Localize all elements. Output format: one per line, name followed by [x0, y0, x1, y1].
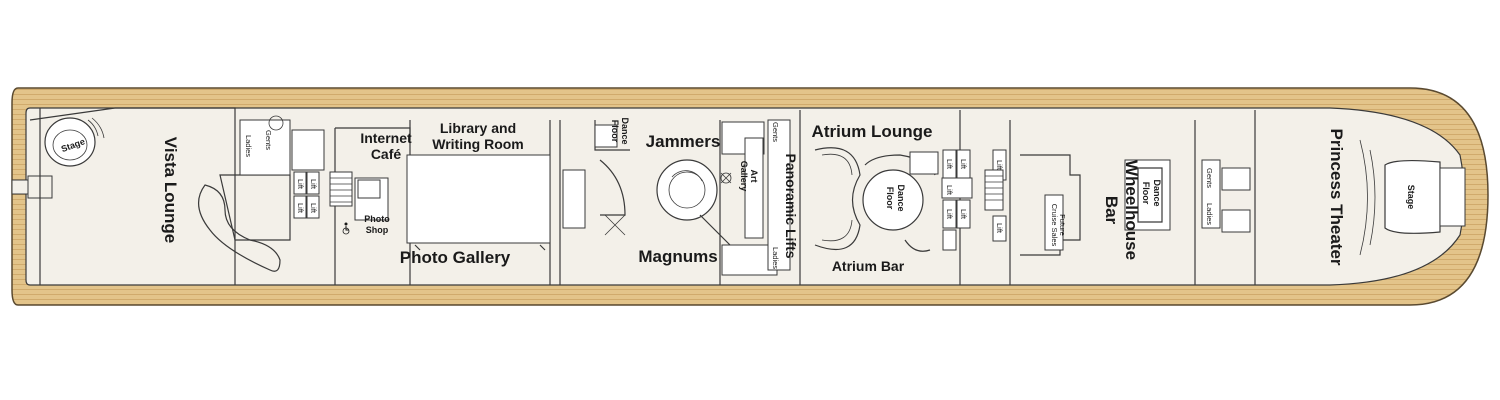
lift-label-center-3: Lift	[959, 159, 968, 170]
art-gallery-label-1: Art	[749, 170, 759, 183]
magnums-label: Magnums	[638, 247, 717, 266]
lift-label-forward-2: Lift	[296, 203, 305, 214]
wheelchair-icon	[342, 222, 350, 235]
ladies-label-forward: Ladies	[244, 135, 253, 157]
dance-floor-c-label-1: Dance	[1152, 179, 1162, 206]
lift-label-center-4: Lift	[959, 209, 968, 220]
internet-cafe-label-1: Internet	[360, 130, 412, 146]
photo-shop-label-1: Photo	[364, 214, 390, 224]
internet-cafe-label-2: Café	[371, 146, 402, 162]
gents-label-aft: Gents	[1205, 168, 1214, 188]
dance-floor-b-label-2: Floor	[885, 187, 895, 210]
lift-label-aft-1: Lift	[995, 160, 1004, 171]
magnums-stage-round[interactable]	[656, 159, 718, 221]
future-cruise-sales-label-1: Future	[1058, 214, 1067, 236]
lift-label-aft-2: Lift	[995, 223, 1004, 234]
vista-lounge-area	[29, 107, 291, 285]
lift-label-center-1: Lift	[945, 159, 954, 170]
art-gallery-label-2: Gallery	[739, 161, 749, 192]
lift-label-center-5: Lift	[945, 185, 954, 196]
wheelhouse-bar-label-1: Wheelhouse	[1122, 160, 1141, 260]
library-writing-room-room[interactable]	[406, 154, 551, 244]
aft-center-lifts	[941, 149, 973, 251]
dance-floor-a-label-1: Dance	[620, 117, 630, 144]
panoramic-lifts-area	[721, 110, 801, 285]
lift-label-forward-3: Lift	[309, 179, 318, 190]
theater-stage-label: Stage	[1406, 185, 1416, 210]
vista-lounge-label: Vista Lounge	[161, 137, 180, 243]
ladies-label-panoramic: Ladies	[771, 247, 780, 269]
vista-stage[interactable]	[44, 117, 96, 167]
princess-theater-label: Princess Theater	[1327, 128, 1346, 265]
atrium-dance-floor[interactable]	[862, 169, 924, 231]
panoramic-lifts-label: Panoramic Lifts	[783, 153, 799, 258]
library-label-2: Writing Room	[432, 136, 524, 152]
dance-floor-a-label-2: Floor	[610, 120, 620, 143]
photo-shop-label-2: Shop	[366, 225, 389, 235]
wheelhouse-bar-label-2: Bar	[1102, 196, 1121, 225]
bow-platform-tip	[11, 179, 29, 195]
lift-label-center-2: Lift	[945, 209, 954, 220]
forward-lifts	[291, 129, 325, 219]
library-area	[406, 120, 551, 285]
atrium-lounge-label: Atrium Lounge	[812, 122, 933, 141]
aft-restrooms	[1201, 159, 1251, 233]
wheelhouse-area	[984, 120, 1196, 285]
lift-label-forward-1: Lift	[296, 179, 305, 190]
library-label-1: Library and	[440, 120, 516, 136]
theater-stage[interactable]	[1384, 159, 1441, 234]
ladies-label-aft: Ladies	[1205, 203, 1214, 225]
dance-floor-b-label-1: Dance	[896, 184, 906, 211]
gents-label-forward: Gents	[264, 130, 273, 150]
atrium-staircase-left	[814, 147, 861, 251]
future-cruise-sales-label-2: Cruise Sales	[1050, 204, 1059, 247]
photo-gallery-label: Photo Gallery	[400, 248, 511, 267]
gents-label-panoramic: Gents	[771, 122, 780, 142]
lift-label-forward-4: Lift	[309, 203, 318, 214]
princess-theater-area	[1254, 110, 1466, 285]
jammers-area	[559, 120, 736, 285]
dance-floor-c-label-2: Floor	[1141, 182, 1151, 205]
jammers-label: Jammers	[646, 132, 721, 151]
internet-cafe-area	[329, 127, 411, 285]
atrium-bar-label: Atrium Bar	[832, 258, 905, 274]
